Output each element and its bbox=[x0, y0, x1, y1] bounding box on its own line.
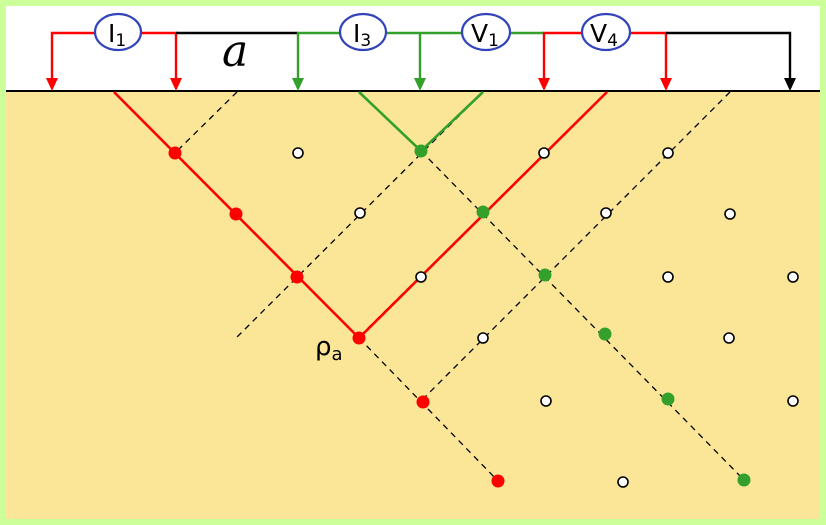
air-layer bbox=[6, 6, 820, 91]
arrow-green-1 bbox=[292, 78, 304, 91]
open-point bbox=[540, 395, 552, 407]
meter-v1-circle bbox=[460, 12, 512, 52]
meter-i1-label: I1 bbox=[108, 19, 126, 51]
dashed-line bbox=[235, 91, 484, 339]
green-point bbox=[598, 327, 612, 341]
red-points bbox=[168, 146, 505, 488]
meter-v4-circle bbox=[580, 12, 632, 52]
ground-layer bbox=[6, 91, 820, 519]
open-point bbox=[354, 207, 366, 219]
dashed-line bbox=[358, 337, 499, 482]
open-point bbox=[787, 271, 799, 283]
open-point bbox=[600, 207, 612, 219]
green-point bbox=[661, 392, 675, 406]
open-point bbox=[538, 147, 550, 159]
dashed-line bbox=[174, 91, 238, 154]
open-point bbox=[787, 395, 799, 407]
open-point bbox=[477, 332, 489, 344]
dashed-line bbox=[419, 91, 731, 403]
meter-i1: I1 bbox=[93, 12, 143, 52]
arrow-red-2 bbox=[170, 78, 182, 91]
rho-a-point bbox=[352, 331, 366, 345]
red-point bbox=[416, 395, 430, 409]
meter-i3: I3 bbox=[338, 12, 388, 52]
open-points bbox=[292, 147, 799, 488]
green-point bbox=[476, 205, 490, 219]
spacing-label: a bbox=[222, 26, 248, 77]
arrow-red-1 bbox=[46, 78, 58, 91]
green-diagonal-left bbox=[358, 91, 422, 152]
open-point bbox=[723, 332, 735, 344]
open-point bbox=[617, 476, 629, 488]
open-point bbox=[724, 208, 736, 220]
red-point bbox=[491, 474, 505, 488]
wire-i3 bbox=[296, 31, 462, 82]
wire-end bbox=[666, 31, 792, 82]
open-point bbox=[415, 271, 427, 283]
red-point bbox=[168, 146, 182, 160]
meter-v4-label: V4 bbox=[590, 19, 618, 51]
meter-v1-label: V1 bbox=[471, 19, 499, 51]
meter-i1-circle bbox=[93, 12, 143, 52]
green-points bbox=[414, 144, 751, 487]
green-point bbox=[737, 473, 751, 487]
arrow-green-2 bbox=[414, 78, 426, 91]
open-point bbox=[662, 271, 674, 283]
meter-i3-label: I3 bbox=[353, 19, 371, 51]
electrode-wires bbox=[50, 31, 792, 82]
red-point bbox=[229, 207, 243, 221]
open-point bbox=[292, 147, 304, 159]
arrow-red-4 bbox=[660, 78, 672, 91]
meter-v4: V4 bbox=[580, 12, 632, 52]
green-point bbox=[414, 144, 428, 158]
green-point bbox=[538, 268, 552, 282]
electrode-arrows bbox=[46, 78, 796, 91]
red-point bbox=[290, 270, 304, 284]
arrow-red-3 bbox=[538, 78, 550, 91]
rho-a-label: ρa bbox=[315, 332, 343, 365]
green-diagonal-right bbox=[420, 91, 484, 152]
green-path bbox=[358, 91, 484, 152]
open-point bbox=[662, 147, 674, 159]
arrow-black bbox=[784, 78, 796, 91]
meter-v1: V1 bbox=[460, 12, 512, 52]
meter-i3-circle bbox=[338, 12, 388, 52]
